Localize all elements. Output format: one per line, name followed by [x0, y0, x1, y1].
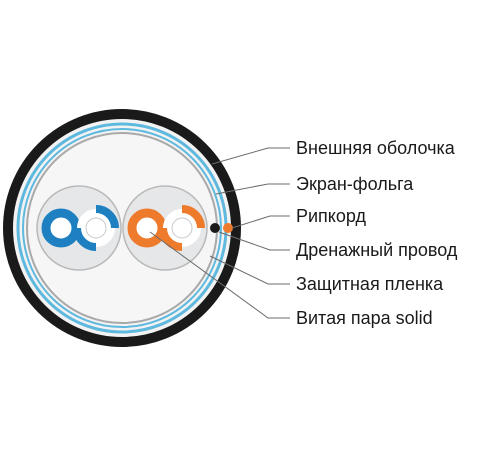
twisted-pair-blue — [36, 185, 122, 271]
orange-stripe — [181, 205, 205, 229]
blue-solid-conductor — [41, 208, 81, 248]
label-twisted-pair: Витая пара solid — [296, 308, 433, 328]
label-protective-film: Защитная пленка — [296, 274, 444, 294]
orange-solid-conductor — [127, 208, 167, 248]
ripcord — [223, 223, 233, 233]
leader-drain-wire — [218, 231, 290, 251]
leader-ripcord — [231, 215, 290, 229]
foil-screen-inner — [22, 128, 222, 328]
leader-protective-film — [209, 255, 290, 285]
drain-wire — [210, 223, 220, 233]
twisted-pair-orange — [122, 185, 208, 271]
blue-stripe — [95, 205, 119, 229]
label-outer-jacket: Внешняя оболочка — [296, 138, 455, 158]
leader-twisted-pair — [149, 231, 290, 319]
label-ripcord: Рипкорд — [296, 206, 366, 226]
leader-lines — [149, 147, 290, 319]
label-foil-screen: Экран-фольга — [296, 174, 414, 194]
leader-foil-screen — [215, 183, 290, 195]
leader-outer-jacket — [211, 147, 290, 165]
label-drain-wire: Дренажный провод — [296, 240, 458, 260]
